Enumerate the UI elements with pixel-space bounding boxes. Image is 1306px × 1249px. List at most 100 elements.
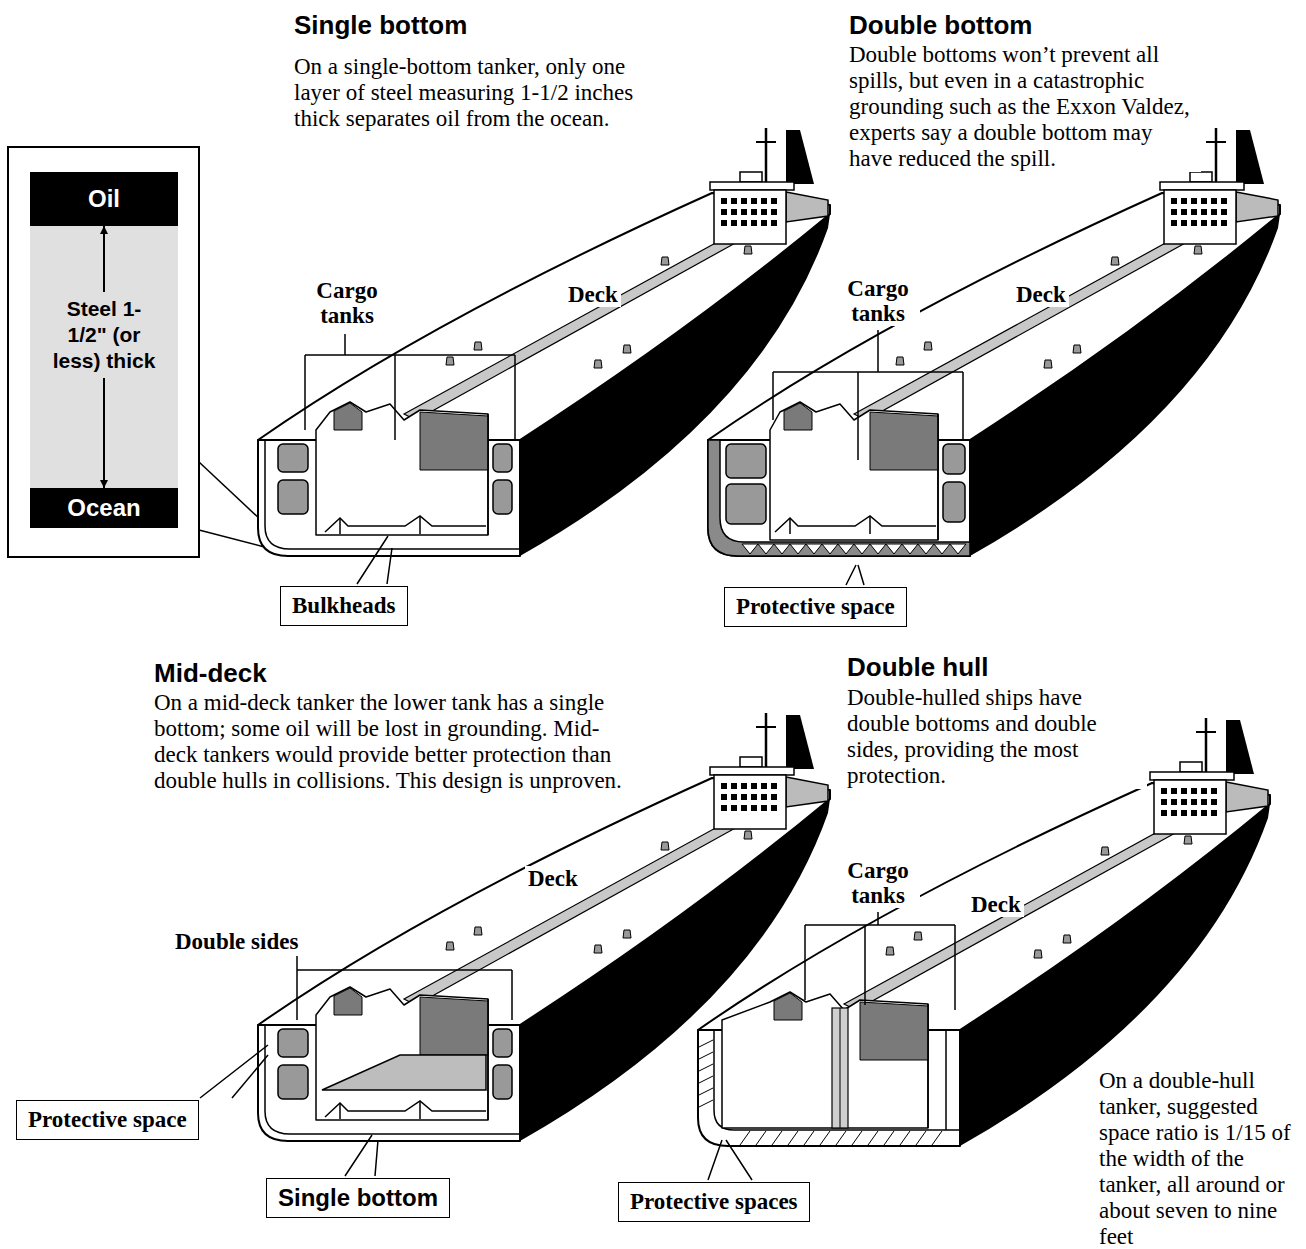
bottom-hatch xyxy=(868,1131,878,1145)
bracket-line xyxy=(773,330,963,460)
bridge-platform xyxy=(1160,182,1244,190)
bridge-window xyxy=(731,783,737,789)
bottom-hatch xyxy=(806,544,822,554)
bridge-platform xyxy=(710,182,794,190)
box-text: Ocean xyxy=(67,494,140,522)
tank-wall xyxy=(487,414,489,535)
note-text: On a double-hull tanker, suggested space… xyxy=(1099,1068,1303,1249)
bridge-window xyxy=(1171,799,1177,805)
bridge-window xyxy=(731,198,737,204)
bottom-hatch xyxy=(950,544,966,554)
part-label: Deck xyxy=(565,282,621,307)
bridge-window xyxy=(751,805,757,811)
bridge-window xyxy=(1161,799,1167,805)
panel-text: Double-hulled ships have double bottoms … xyxy=(847,685,1147,789)
callout-box: Protective space xyxy=(16,1100,199,1140)
arrow-connector xyxy=(103,226,105,292)
bridge-window xyxy=(771,209,777,215)
bottom-hatch xyxy=(772,1131,782,1145)
leader-line xyxy=(200,1045,268,1098)
wing-tank xyxy=(278,1029,308,1057)
bracket-line xyxy=(297,956,512,1020)
deck-fitting xyxy=(924,342,932,350)
callout-box: Protective spaces xyxy=(618,1182,810,1222)
bridge-window xyxy=(1171,198,1177,204)
bottom-hatch xyxy=(788,1131,798,1145)
bottom-hatch xyxy=(852,1131,862,1145)
bottom-hatch xyxy=(934,544,950,554)
bridge-platform xyxy=(1150,772,1234,780)
tank-wall xyxy=(927,1004,929,1128)
ocean-band: Ocean xyxy=(30,488,178,528)
tanker-illustration xyxy=(708,128,1280,556)
wing-tank xyxy=(493,480,512,514)
tank-wall xyxy=(860,1002,928,1060)
side-hatch xyxy=(699,1076,713,1083)
bridge-window xyxy=(1211,220,1217,226)
tank-wall xyxy=(774,993,802,1020)
deck-fitting xyxy=(1111,257,1119,265)
leader-line xyxy=(357,536,392,584)
mast xyxy=(1215,128,1218,182)
steel-band xyxy=(30,226,178,488)
bridge-window xyxy=(1181,788,1187,794)
box-text: Protective space xyxy=(736,593,895,621)
tank-wall xyxy=(937,414,939,540)
bridge-window xyxy=(1181,209,1187,215)
funnel xyxy=(786,130,814,184)
bottom-hatch xyxy=(932,1131,942,1145)
wing-tank xyxy=(493,1065,512,1099)
bridge-window xyxy=(1201,799,1207,805)
bridge-window xyxy=(771,794,777,800)
bridge-window xyxy=(1201,788,1207,794)
bridge-window xyxy=(731,209,737,215)
bulkhead-frame xyxy=(325,1101,486,1117)
deck-fitting xyxy=(886,947,894,955)
mast xyxy=(1206,141,1226,143)
panel-heading: Double hull xyxy=(847,652,989,682)
cargo-tank xyxy=(722,992,928,1128)
bridge-top xyxy=(1190,172,1212,182)
deck-fitting xyxy=(623,345,631,353)
wing-tank xyxy=(726,484,766,524)
bridge-window xyxy=(1181,220,1187,226)
bridge-house xyxy=(1164,190,1236,244)
bottom-hatch xyxy=(916,1131,926,1145)
bottom-hatch xyxy=(900,1131,910,1145)
bridge-window xyxy=(721,805,727,811)
longitudinal-bulkhead xyxy=(832,1008,848,1128)
bridge-house xyxy=(714,775,786,829)
bracket-line xyxy=(305,334,515,440)
callout-box: Single bottom xyxy=(266,1178,450,1218)
bridge-window xyxy=(1181,198,1187,204)
wing-tank xyxy=(278,444,308,472)
bridge-wing xyxy=(786,777,828,807)
box-text: Oil xyxy=(88,185,120,213)
bridge-window xyxy=(1171,209,1177,215)
bridge-window xyxy=(731,220,737,226)
bridge-window xyxy=(721,209,727,215)
deck-fitting xyxy=(744,831,752,839)
tank-wall xyxy=(870,412,938,470)
cargo-tank xyxy=(316,987,488,1120)
bottom-hatch xyxy=(836,1131,846,1145)
bridge-window xyxy=(761,794,767,800)
bridge-window xyxy=(761,805,767,811)
bridge-window xyxy=(1201,198,1207,204)
box-text: Single bottom xyxy=(278,1184,438,1212)
bridge-window xyxy=(1191,220,1197,226)
bridge-window xyxy=(721,220,727,226)
bridge-window xyxy=(741,794,747,800)
bridge-window xyxy=(1181,810,1187,816)
mast xyxy=(765,713,768,767)
wing-tank xyxy=(943,444,965,474)
bottom-hatch xyxy=(756,1131,766,1145)
bottom-hatch xyxy=(902,544,918,554)
part-label: Cargo tanks xyxy=(836,276,920,326)
bridge-window xyxy=(1221,209,1227,215)
tank-wall xyxy=(420,412,488,470)
part-label: Cargo tanks xyxy=(836,858,920,908)
bottom-hatch xyxy=(774,544,790,554)
deck-fitting xyxy=(594,945,602,953)
deck-fitting xyxy=(1044,360,1052,368)
